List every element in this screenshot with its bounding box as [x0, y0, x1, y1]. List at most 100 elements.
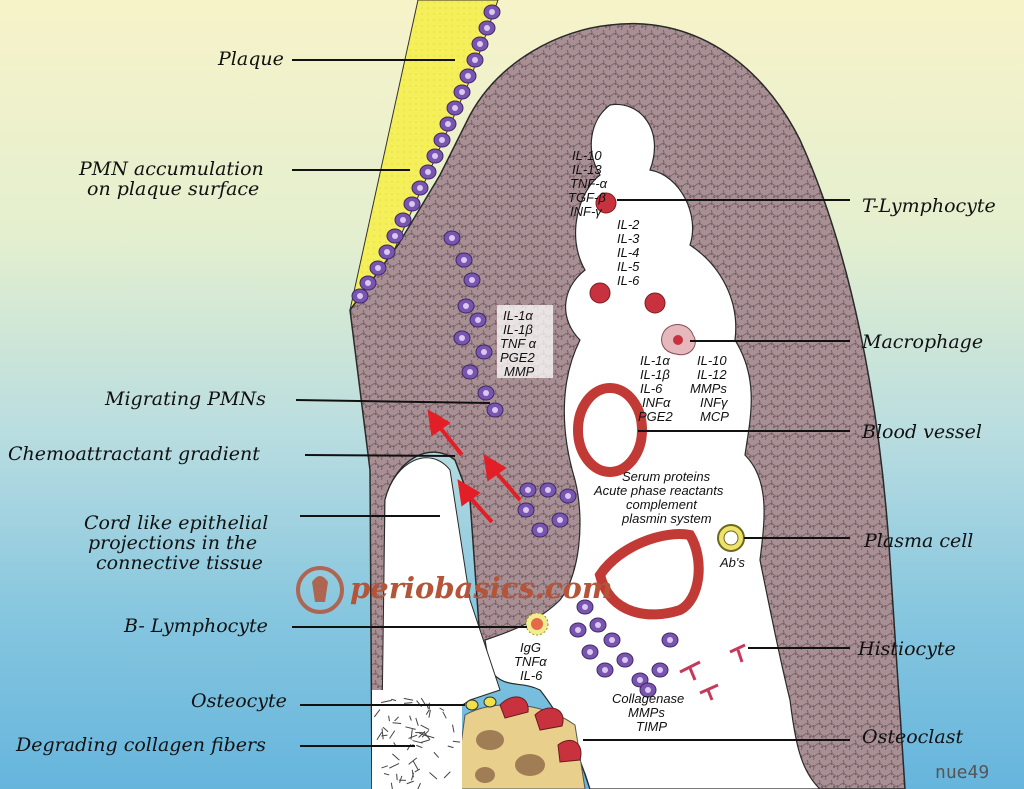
pmn-nucleus	[445, 121, 451, 127]
label-t-lymphocyte: T-Lymphocyte	[862, 195, 996, 217]
collagen-fiber	[405, 726, 416, 730]
pmn-nucleus	[622, 657, 628, 663]
pmn-nucleus	[465, 73, 471, 79]
collagen-fiber	[376, 732, 383, 741]
artist-signature: nue49	[935, 762, 989, 783]
label-pmn-accumulation-2: on plaque surface	[87, 178, 259, 200]
svg-text:IL-10: IL-10	[697, 353, 727, 368]
collagen-fibers-region	[372, 690, 462, 789]
svg-text:INFγ: INFγ	[700, 395, 729, 410]
pmn-nucleus	[602, 667, 608, 673]
svg-text:Acute phase reactants: Acute phase reactants	[593, 483, 724, 498]
collagen-fiber	[410, 772, 415, 781]
watermark-text: periobasics.com	[350, 571, 613, 605]
label-cord-2: projections in the	[88, 532, 257, 554]
svg-text:MMP: MMP	[504, 364, 535, 379]
blood-vessel-upper	[573, 383, 647, 477]
collagen-fiber	[420, 724, 430, 730]
svg-text:INFα: INFα	[642, 395, 671, 410]
cytokines-macrophage-left: IL-1α IL-1β IL-6 INFα PGE2	[638, 353, 673, 424]
pmn-nucleus	[609, 637, 615, 643]
svg-text:PGE2: PGE2	[638, 409, 673, 424]
collagen-fiber	[412, 740, 423, 744]
collagen-fiber	[394, 716, 399, 722]
collagen-fiber	[452, 740, 461, 743]
pmn-nucleus	[565, 493, 571, 499]
cytokines-t-cell-upper: IL-10 IL-13 TNF-α TGF-β INF-γ	[568, 148, 608, 219]
cytokines-macrophage-right: IL-10 IL-12 MMPs INFγ MCP	[690, 353, 729, 424]
pmn-nucleus	[461, 257, 467, 263]
pmn-nucleus	[537, 527, 543, 533]
svg-text:plasmin system: plasmin system	[621, 511, 712, 526]
cytokines-t-cell-lower: IL-2 IL-3 IL-4 IL-5 IL-6	[617, 217, 640, 288]
label-plaque: Plaque	[217, 48, 284, 70]
pmn-nucleus	[657, 667, 663, 673]
collagen-fiber	[403, 697, 414, 701]
collagen-fiber	[399, 775, 403, 784]
epithelial-cytokine-box	[497, 305, 553, 378]
label-macrophage: Macrophage	[861, 331, 983, 353]
collagen-fiber	[408, 757, 418, 765]
collagen-fiber	[417, 782, 421, 789]
pmn-nucleus	[587, 649, 593, 655]
label-b-lymphocyte: B- Lymphocyte	[123, 615, 268, 637]
collagen-fiber	[452, 724, 455, 733]
bone-lacuna	[475, 767, 495, 783]
t-lymphocytes	[589, 192, 666, 314]
collagen-fibers-background	[372, 690, 462, 789]
pmn-nucleus	[637, 677, 643, 683]
pmn-nucleus	[400, 217, 406, 223]
pmn-nucleus	[484, 25, 490, 31]
svg-text:IL-13: IL-13	[572, 162, 602, 177]
pmn-nucleus	[463, 303, 469, 309]
chemoattractant-arrows	[427, 409, 522, 524]
collagen-fiber	[391, 698, 397, 702]
collagen-fiber	[373, 709, 381, 718]
pmn-nucleus	[449, 235, 455, 241]
pmn-nucleus	[645, 687, 651, 693]
svg-text:IL-1α: IL-1α	[503, 308, 533, 323]
blood-vessel-lower	[594, 529, 704, 620]
pmn-nucleus	[481, 349, 487, 355]
collagen-fiber	[381, 728, 384, 740]
svg-text:PGE2: PGE2	[500, 350, 535, 365]
collagen-fiber	[414, 768, 421, 773]
collagen-fiber	[388, 715, 390, 722]
collagen-fiber	[442, 711, 447, 719]
cytokines-epithelial: IL-1α IL-1β TNF α PGE2 MMP	[500, 308, 537, 379]
svg-text:IL-6: IL-6	[520, 668, 543, 683]
pmn-nucleus	[467, 369, 473, 375]
pmn-nucleus	[523, 507, 529, 513]
svg-text:IL-6: IL-6	[617, 273, 640, 288]
label-osteocyte: Osteocyte	[191, 690, 287, 712]
collagen-fiber	[406, 780, 414, 785]
collagen-fiber	[392, 722, 402, 725]
collagen-fiber	[420, 697, 426, 705]
label-cord-3: connective tissue	[96, 552, 263, 574]
pmn-nucleus	[469, 277, 475, 283]
pmn-nucleus	[575, 627, 581, 633]
label-blood-vessel: Blood vessel	[861, 421, 982, 443]
pmn-nucleus	[365, 280, 371, 286]
macrophage-cell	[661, 324, 696, 356]
svg-text:IL-10: IL-10	[572, 148, 602, 163]
label-osteoclast: Osteoclast	[862, 726, 963, 748]
pmn-nucleus	[459, 89, 465, 95]
svg-text:TIMP: TIMP	[636, 719, 667, 734]
svg-text:Collagenase: Collagenase	[612, 691, 684, 706]
label-cord-1: Cord like epithelial	[84, 512, 268, 534]
pmn-nucleus	[357, 293, 363, 299]
pmn-nucleus	[409, 201, 415, 207]
pmn-nucleus	[439, 137, 445, 143]
svg-text:TNFα: TNFα	[514, 654, 547, 669]
svg-text:MCP: MCP	[700, 409, 729, 424]
pmn-nucleus	[525, 487, 531, 493]
svg-text:IL-6: IL-6	[640, 381, 663, 396]
collagen-fiber	[425, 709, 430, 715]
svg-text:IL-12: IL-12	[697, 367, 727, 382]
label-histiocyte: Histiocyte	[857, 638, 956, 660]
b-lymphocyte-cell	[525, 612, 549, 636]
pmn-nucleus	[375, 265, 381, 271]
